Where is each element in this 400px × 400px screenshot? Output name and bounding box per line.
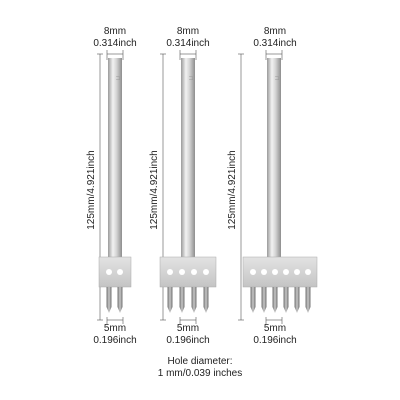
hole-marker bbox=[294, 269, 300, 275]
hole-marker bbox=[117, 269, 123, 275]
top-width-mm: 8mm bbox=[264, 26, 286, 37]
hole-marker bbox=[250, 269, 256, 275]
punch-tool-4-prong: 8mm 0.314inch 125mm/4.921inch ⊓ 5mm 0.19… bbox=[149, 26, 217, 346]
shaft-marking: ⊓ bbox=[187, 76, 193, 81]
shaft bbox=[267, 58, 281, 258]
hole-marker bbox=[272, 269, 278, 275]
prong bbox=[283, 287, 289, 313]
hole-marker bbox=[203, 269, 209, 275]
hole-marker bbox=[283, 269, 289, 275]
prong bbox=[261, 287, 267, 313]
bottom-width-mm: 5mm bbox=[104, 323, 126, 334]
hole-marker bbox=[191, 269, 197, 275]
hole-marker bbox=[179, 269, 185, 275]
top-width-inch: 0.314inch bbox=[166, 38, 209, 49]
punch-tool-2-prong: 8mm 0.314inch 125mm/4.921inch ⊓ 5mm 0.19… bbox=[86, 26, 137, 346]
bottom-width-mm: 5mm bbox=[264, 323, 286, 334]
bottom-width-mm: 5mm bbox=[177, 323, 199, 334]
hole-marker bbox=[106, 269, 112, 275]
bottom-width-inch: 0.196inch bbox=[253, 335, 296, 346]
punch-tool-6-prong: 8mm 0.314inch 125mm/4.921inch ⊓ 5mm 0.19… bbox=[227, 26, 318, 346]
punch-head bbox=[98, 256, 132, 288]
top-width-mm: 8mm bbox=[177, 26, 199, 37]
prong bbox=[305, 287, 311, 313]
shaft bbox=[181, 58, 195, 258]
shaft-marking: ⊓ bbox=[273, 76, 279, 81]
top-width-inch: 0.314inch bbox=[93, 38, 136, 49]
top-width-mm: 8mm bbox=[104, 26, 126, 37]
prong bbox=[191, 287, 197, 313]
hole-diameter-value: 1 mm/0.039 inches bbox=[157, 368, 243, 379]
prong bbox=[272, 287, 278, 313]
bottom-width-inch: 0.196inch bbox=[93, 335, 136, 346]
prong bbox=[167, 287, 173, 313]
length-label: 125mm/4.921inch bbox=[86, 150, 97, 230]
prong bbox=[250, 287, 256, 313]
length-label: 125mm/4.921inch bbox=[149, 150, 160, 230]
shaft-marking: ⊓ bbox=[114, 76, 120, 81]
prong bbox=[106, 287, 112, 313]
hole-marker bbox=[167, 269, 173, 275]
hole-marker bbox=[261, 269, 267, 275]
prong bbox=[203, 287, 209, 313]
top-width-inch: 0.314inch bbox=[253, 38, 296, 49]
hole-marker bbox=[305, 269, 311, 275]
shaft bbox=[108, 58, 122, 258]
prong bbox=[117, 287, 123, 313]
prong bbox=[179, 287, 185, 313]
bottom-width-inch: 0.196inch bbox=[166, 335, 209, 346]
hole-diameter-label: Hole diameter: bbox=[167, 356, 233, 367]
prong bbox=[294, 287, 300, 313]
length-label: 125mm/4.921inch bbox=[227, 150, 238, 230]
